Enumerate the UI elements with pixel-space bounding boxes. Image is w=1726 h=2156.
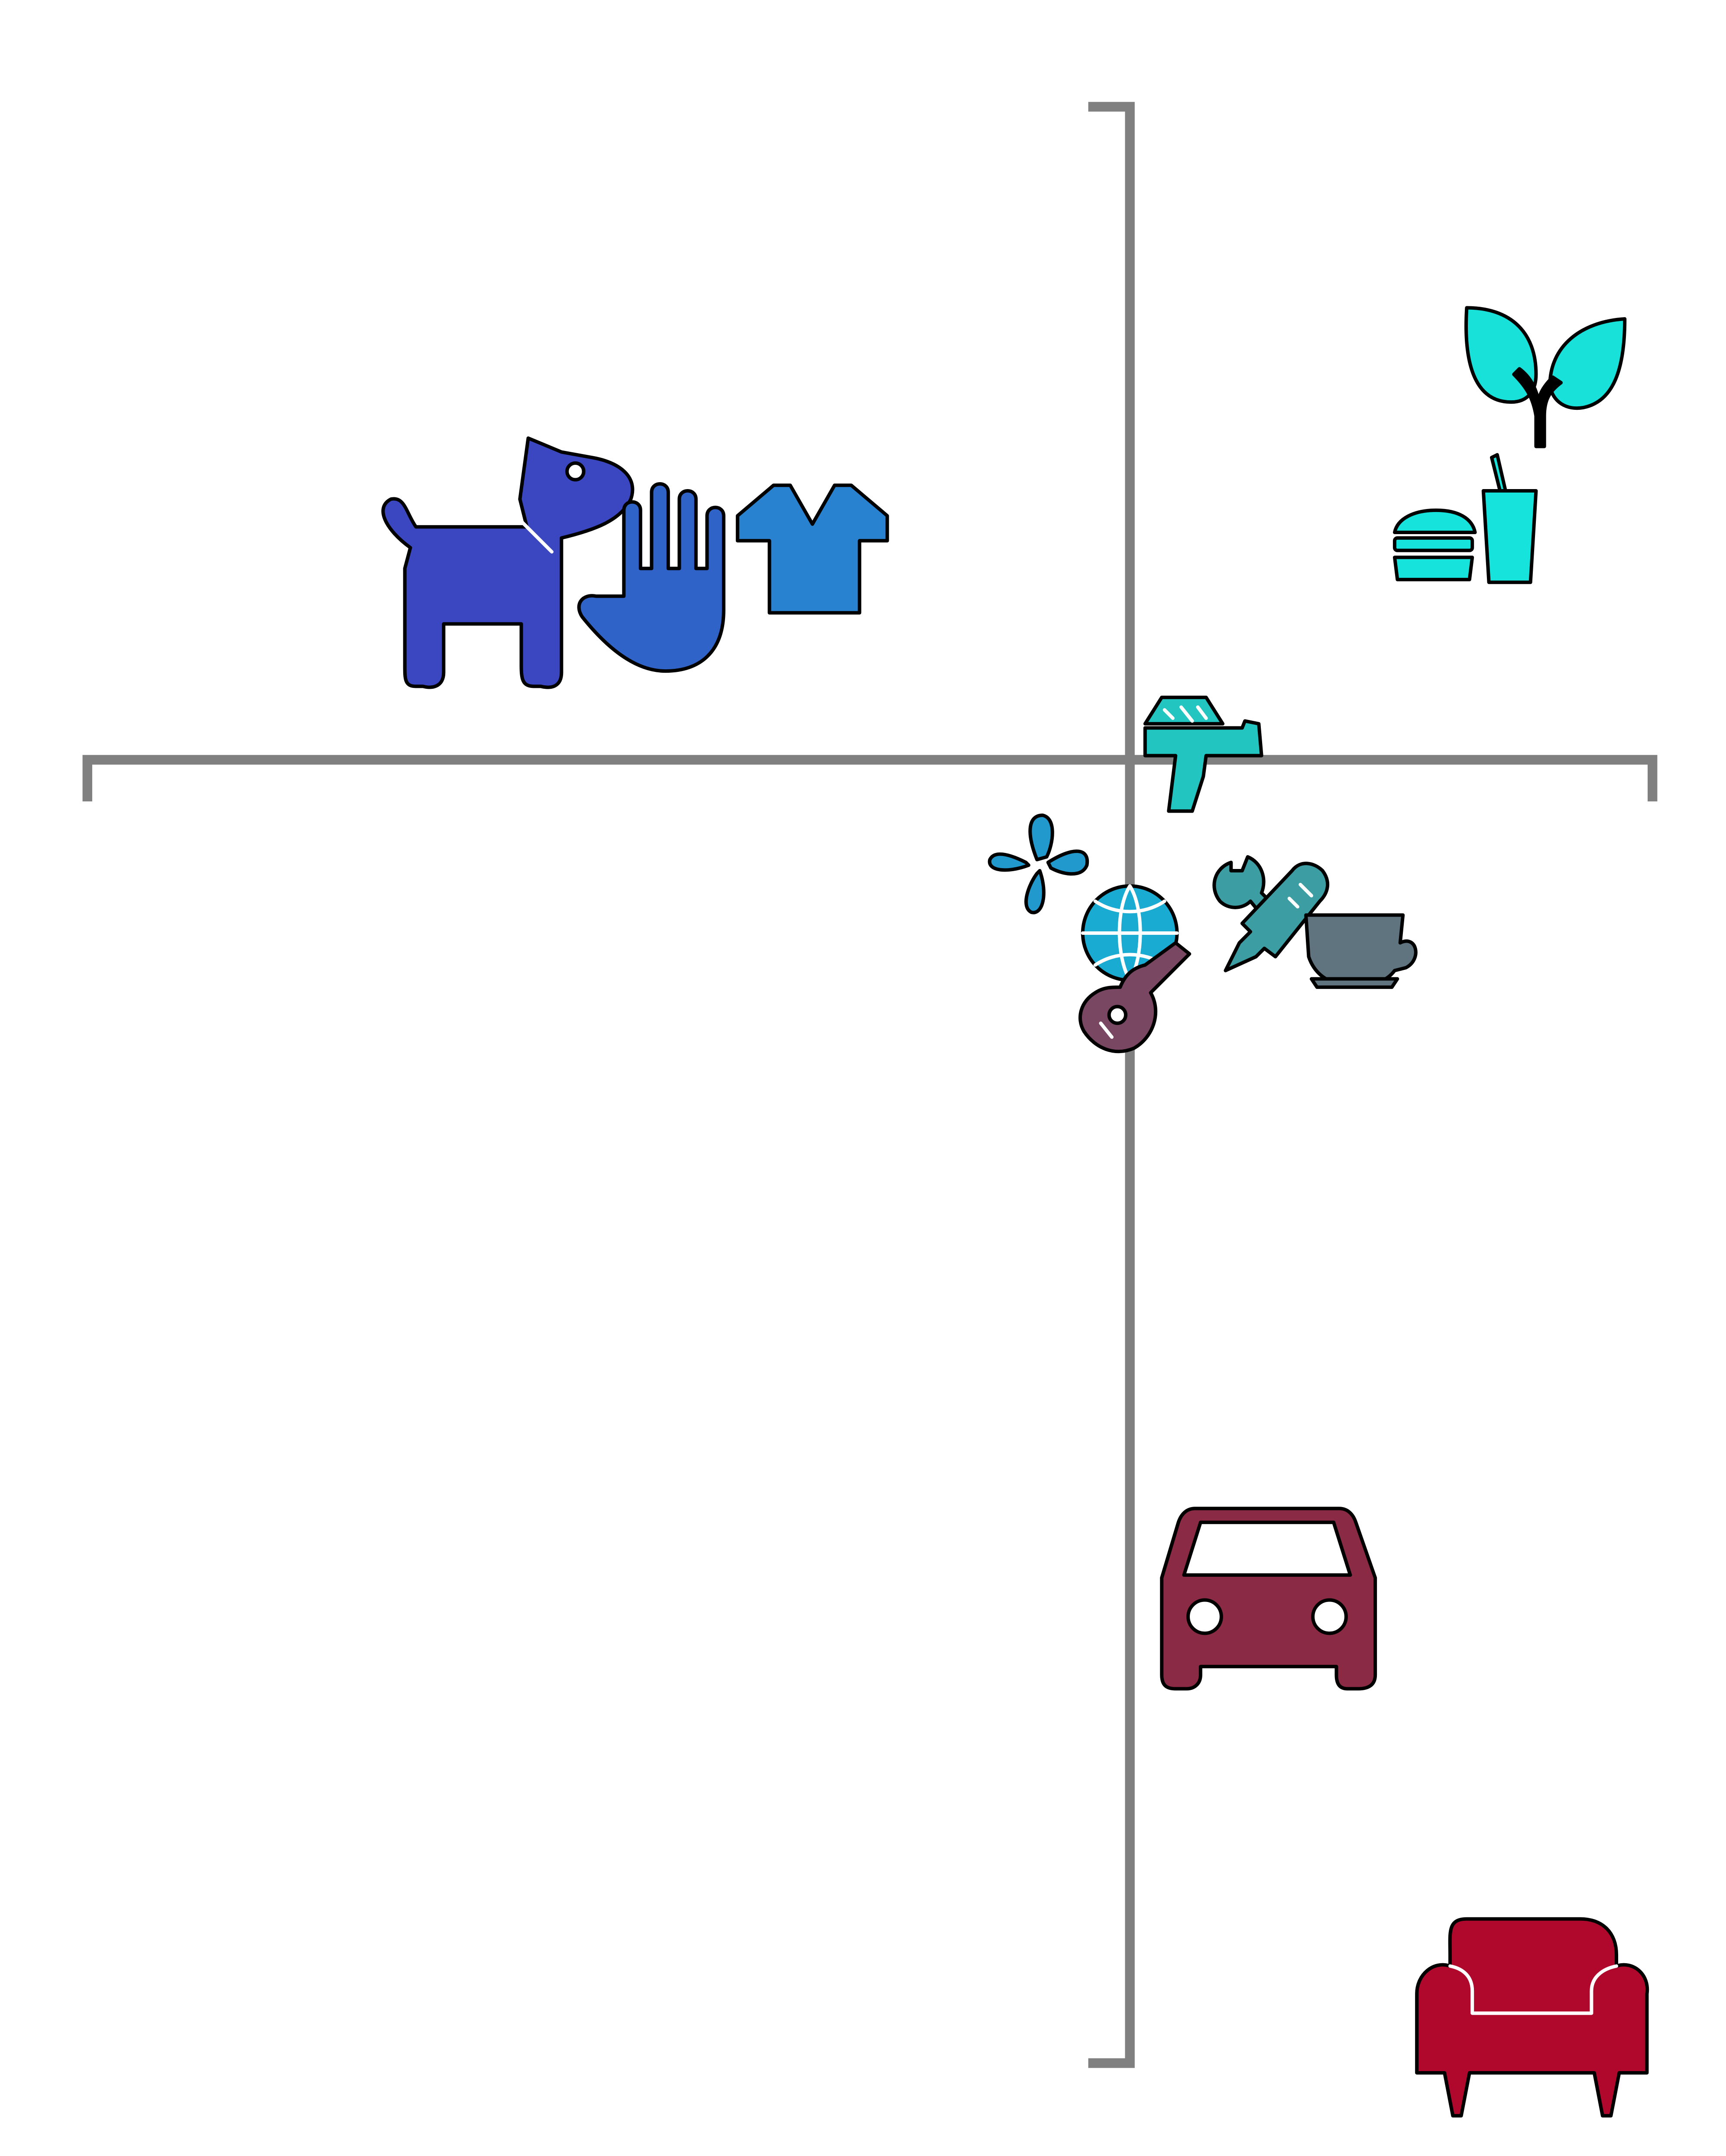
car-icon: [1160, 1507, 1377, 1691]
plant-sprout-icon: [1464, 306, 1627, 448]
tshirt-icon: [735, 483, 889, 615]
burger-drink-icon: [1392, 453, 1538, 584]
guitar-icon: [1078, 941, 1192, 1054]
dog-icon: [381, 436, 635, 689]
tools-wrench-screwdriver-icon: [1212, 855, 1330, 973]
axes: [82, 102, 1658, 2068]
vertical-axis: [1088, 102, 1135, 2068]
water-gun-icon: [1143, 695, 1263, 813]
hand-icon: [577, 482, 725, 673]
armchair-icon: [1415, 1917, 1649, 2118]
horizontal-axis: [82, 755, 1658, 801]
pinwheel-fan-icon: [988, 813, 1089, 914]
teacup-icon: [1304, 913, 1418, 989]
